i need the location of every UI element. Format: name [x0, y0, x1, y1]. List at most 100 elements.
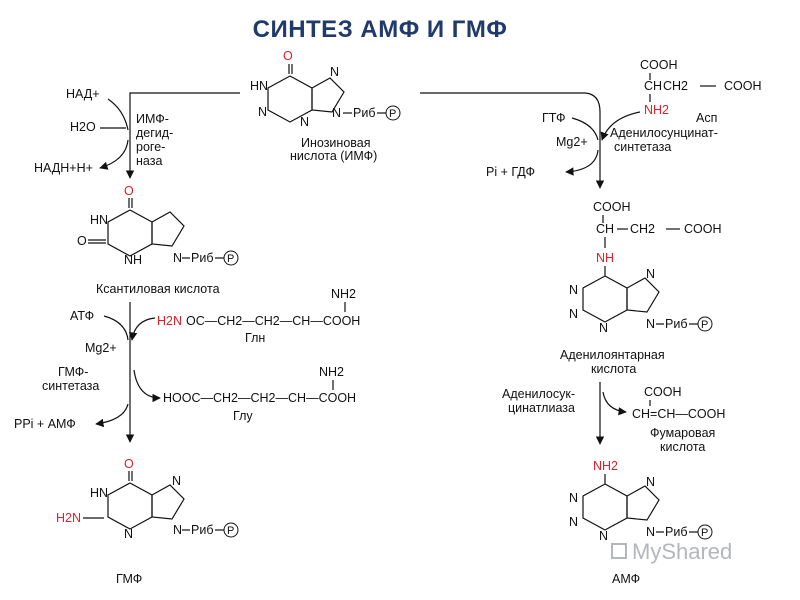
gmp-structure: O HN N H2N N N Риб P ГМФ [56, 457, 239, 586]
imp-to-sampl-arrow [420, 92, 605, 189]
asp-ch2: CH2 [663, 79, 688, 93]
xmp-carbonyl-o: O [124, 184, 134, 198]
sampl-cooh1: COOH [593, 200, 631, 214]
lyase-1: Аденилосук- [502, 387, 575, 401]
sampl-n1: N [569, 283, 578, 297]
gtp-label: ГТФ [542, 111, 566, 125]
ads-syn-1: Аденилосунцинат- [610, 126, 718, 140]
imp-rib: Риб [353, 106, 375, 120]
amp-nh2: NH2 [593, 459, 618, 473]
amp-n9: N [646, 525, 655, 539]
gmp-syn-2: синтетаза [42, 379, 99, 393]
gln-chain: OC—CH2—CH2—CH—COOH [186, 314, 360, 328]
watermark-text: MyShared [632, 539, 732, 564]
sampl-nh: NH [596, 251, 614, 265]
fum-name-2: кислота [660, 440, 705, 454]
sampl-n9: N [646, 317, 655, 331]
pi-gdp-label: Pi + ГДФ [486, 165, 535, 179]
amp-n7: N [646, 475, 655, 489]
watermark: MyShared [611, 539, 732, 564]
mg-right-label: Mg2+ [556, 135, 588, 149]
nad-label: НАД+ [66, 87, 100, 101]
amp-phosphate: P [701, 527, 708, 539]
ads-syn-2: синтетаза [614, 140, 671, 154]
gln-h2n: H2N [157, 314, 182, 328]
imp-hn: HN [250, 79, 268, 93]
sampl-name-1: Аденилоянтарная [560, 348, 665, 362]
imp-n9: N [332, 106, 341, 120]
sampl-phosphate: P [701, 319, 708, 331]
glu-chain: HOOC—CH2—CH2—CH—COOH [163, 391, 356, 405]
xmp-name: Ксантиловая кислота [96, 282, 220, 296]
sampl-name-2: кислота [591, 362, 636, 376]
gmp-hn: HN [90, 486, 108, 500]
xmp-hn: HN [90, 213, 108, 227]
imp-n1: N [300, 115, 309, 129]
imp-imidazole-ring [311, 77, 345, 113]
xmp-structure: O HN O NH N Риб P Ксантиловая кислота [77, 184, 239, 296]
fum-name-1: Фумаровая [650, 426, 715, 440]
glu-nh2: NH2 [319, 365, 344, 379]
asp-cooh2: COOH [724, 79, 762, 93]
amp-rib: Риб [665, 525, 687, 539]
asp-label: Асп [696, 111, 717, 125]
adenylosuccinate-structure: COOH CH CH2 COOH NH N N N N N Риб P Аден… [560, 200, 722, 376]
gmp-phosphate: P [227, 525, 234, 537]
gmp-n3: N [124, 527, 133, 541]
ppi-amp-label: PPi + АМФ [14, 417, 76, 431]
sampl-ch: CH [596, 222, 614, 236]
gmp-carbonyl-o: O [124, 457, 134, 471]
asp-nh2: NH2 [644, 103, 669, 117]
amp-n-bottom: N [599, 529, 608, 543]
amp-n1: N [569, 491, 578, 505]
imp-structure: O HN N N N N Риб P Инозиновая нислота (И… [250, 49, 401, 163]
atp-label: АТФ [70, 309, 94, 323]
left-step1: НАД+ H2O НАДН+Н+ ИМФ- дегид- роге- наза [34, 87, 173, 175]
xmp-n9: N [173, 251, 182, 265]
imp-name-2: нислота (ИМФ) [290, 149, 377, 163]
sampl-n-bottom: N [599, 321, 608, 335]
page-title: СИНТЕЗ АМФ И ГМФ [252, 16, 508, 43]
mg-left-label: Mg2+ [85, 341, 117, 355]
imp-dh-2: дегид- [136, 126, 173, 140]
asp-structure: COOH CH CH2 COOH NH2 Асп [600, 58, 762, 141]
imp-n7: N [330, 65, 339, 79]
xmp-o2: O [77, 234, 87, 248]
imp-name-1: Инозиновая [301, 136, 371, 150]
gln-nh2: NH2 [331, 287, 356, 301]
gmp-name: ГМФ [116, 572, 142, 586]
sampl-cooh2: COOH [684, 222, 722, 236]
h2o-label: H2O [70, 120, 96, 134]
asp-cooh1: COOH [640, 58, 678, 72]
xmp-nh: NH [124, 253, 142, 267]
right-step1: ГТФ Mg2+ Аденилосунцинат- синтетаза Pi +… [486, 111, 718, 179]
imp-dh-4: наза [136, 154, 162, 168]
imp-dh-1: ИМФ- [136, 112, 169, 126]
gmp-n9: N [173, 523, 182, 537]
sampl-n3: N [569, 307, 578, 321]
imp-n3: N [258, 105, 267, 119]
glu-label: Глу [233, 409, 253, 423]
sampl-rib: Риб [665, 317, 687, 331]
amp-n3: N [569, 515, 578, 529]
amp-structure: NH2 N N N N N Риб P АМФ [569, 459, 713, 586]
nadh-label: НАДН+Н+ [34, 161, 93, 175]
gmp-n7: N [172, 474, 181, 488]
sampl-ch2: CH2 [630, 222, 655, 236]
gmp-nh2: H2N [56, 511, 81, 525]
gmp-syn-1: ГМФ- [58, 365, 88, 379]
imp-carbonyl-o: O [283, 49, 293, 63]
xmp-rib: Риб [191, 251, 213, 265]
sampl-n7: N [646, 267, 655, 281]
left-step2: АТФ Mg2+ ГМФ- синтетаза PPi + АМФ H2N OC… [14, 287, 360, 431]
right-step2: Аденилосук- цинатлиаза COOH CH=CH—COOH Ф… [502, 385, 725, 454]
imp-dh-3: роге- [136, 140, 165, 154]
amp-name: АМФ [612, 572, 640, 586]
fum-cooh1: COOH [644, 385, 682, 399]
asp-ch: CH [644, 79, 662, 93]
xmp-phosphate: P [227, 253, 234, 265]
imp-phosphate: P [389, 108, 396, 120]
watermark-icon [611, 543, 627, 559]
fum-chain: CH=CH—COOH [632, 407, 725, 421]
